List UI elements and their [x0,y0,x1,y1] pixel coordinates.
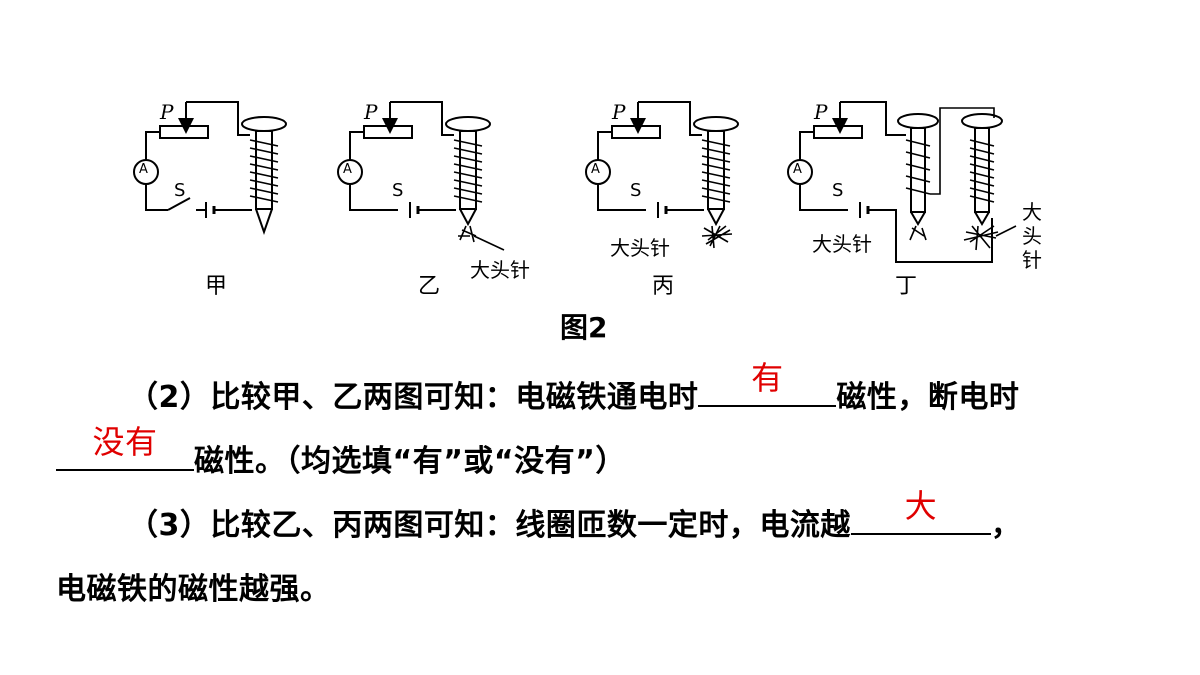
rheostat [159,125,209,139]
panel-ding [787,101,1017,263]
q3-line-2: 电磁铁的磁性越强。 [56,564,331,608]
slider-label: P [814,100,828,124]
slider-label: P [612,100,626,124]
switch-label: S [174,180,186,201]
pin-label: 大头针 [470,258,530,282]
q3-line-1: （3）比较乙、丙两图可知：线圈匝数一定时，电流越 大 ， [128,487,1022,544]
pins [458,225,477,243]
pin-label-right-1: 大 [1022,200,1042,224]
pins [909,225,927,241]
pin-label: 大头针 [610,236,670,260]
q2-blank-2: 没有 [56,423,194,471]
figure-title: 图2 [560,311,608,344]
q3-text-b: ， [990,508,1022,543]
q2-answer-1: 有 [751,359,784,397]
caption-yi: 乙 [418,274,441,299]
q3-blank-1: 大 [850,487,991,535]
caption-bing: 丙 [652,274,675,299]
ammeter-label: A [591,162,600,177]
q2-text-a: （2）比较甲、乙两图可知：电磁铁通电时 [128,380,699,415]
slider-label: P [364,100,378,124]
panel-bing [585,101,739,249]
panel-yi [337,101,505,251]
ammeter-label: A [343,162,352,177]
switch-blade [167,197,191,211]
slider-label: P [160,100,174,124]
switch-label: S [392,180,404,201]
q2-line-1: （2）比较甲、乙两图可知：电磁铁通电时 有磁性，断电时 [128,359,1020,416]
pin-label-right-2: 头 [1022,224,1042,248]
q2-line-2: 没有磁性。（均选填“有”或“没有”） [56,423,626,480]
switch-label: S [832,180,844,201]
ammeter-label: A [139,162,148,177]
q2-text-c: 磁性。（均选填“有”或“没有”） [194,444,626,479]
q3-text-a: （3）比较乙、丙两图可知：线圈匝数一定时，电流越 [128,508,851,543]
ammeter-label: A [793,162,802,177]
q2-blank-1: 有 [698,359,837,407]
pins [701,225,733,249]
pin-label-right-3: 针 [1022,248,1042,272]
caption-jia: 甲 [205,274,228,299]
q3-text-c: 电磁铁的磁性越强。 [56,572,331,607]
q3-answer-1: 大 [904,487,938,525]
pins [963,225,999,251]
panel-jia [133,101,287,236]
q2-text-b: 磁性，断电时 [836,380,1020,415]
circuit-figure [133,101,1017,263]
switch-label: S [630,180,642,201]
pin-label: 大头针 [812,232,872,256]
nail-head [241,116,287,132]
q2-answer-2: 没有 [92,423,158,461]
caption-ding: 丁 [895,274,918,299]
